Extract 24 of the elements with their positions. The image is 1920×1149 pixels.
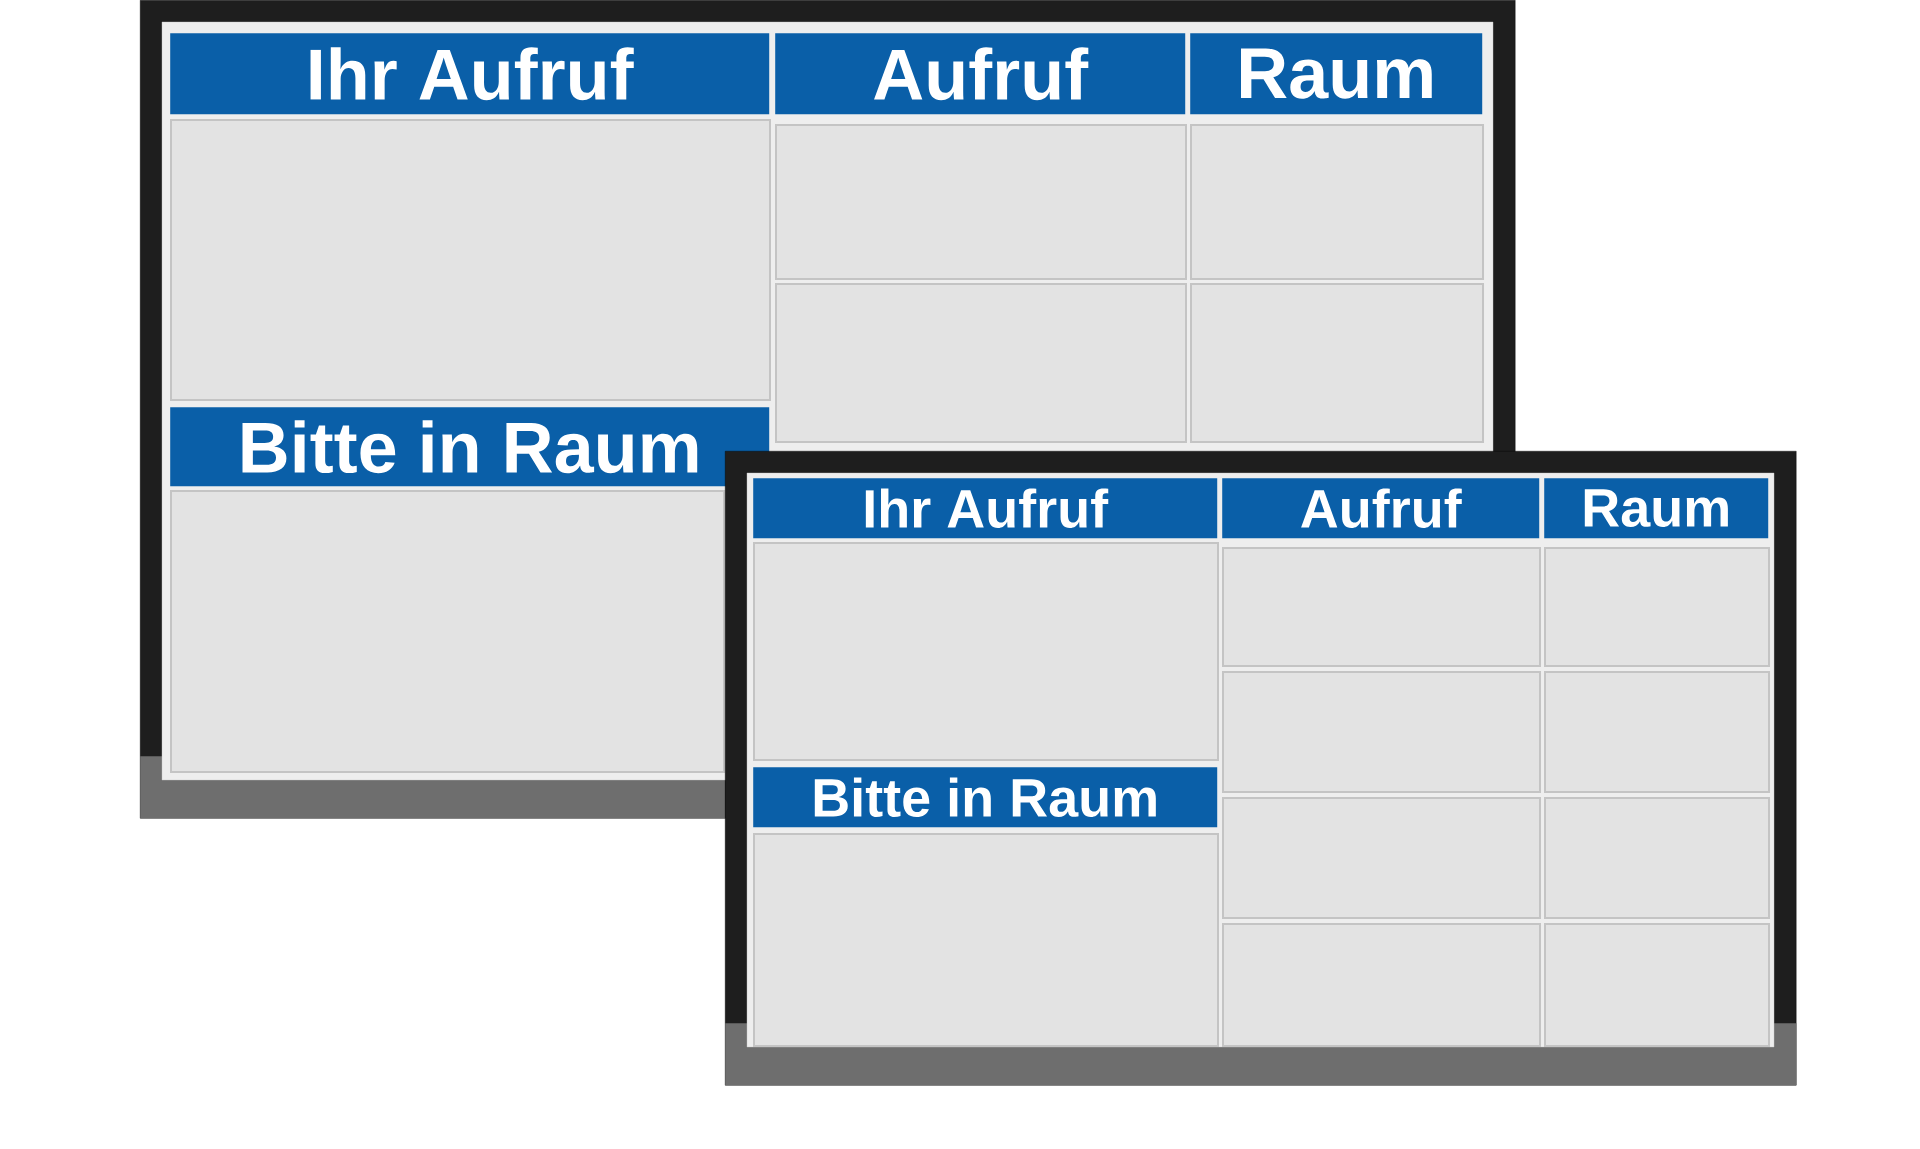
header-bar: Ihr Aufruf xyxy=(170,33,770,115)
empty-cell xyxy=(1222,797,1541,919)
empty-cell xyxy=(1190,124,1484,280)
header-bar: Raum xyxy=(1190,33,1483,115)
empty-cell xyxy=(1222,671,1541,793)
empty-cell xyxy=(753,833,1219,1047)
empty-cell xyxy=(1544,797,1770,919)
empty-cell xyxy=(775,124,1187,280)
empty-cell xyxy=(170,119,771,401)
empty-cell xyxy=(1544,923,1770,1047)
empty-cell xyxy=(1544,547,1770,667)
header-bar: Bitte in Raum xyxy=(753,767,1218,828)
header-bar: Bitte in Raum xyxy=(170,407,770,487)
empty-cell xyxy=(753,542,1219,761)
header-bar: Aufruf xyxy=(775,33,1186,115)
header-bar: Raum xyxy=(1544,478,1769,539)
header-bar: Ihr Aufruf xyxy=(753,478,1218,539)
empty-cell xyxy=(1190,283,1484,443)
empty-cell xyxy=(1544,671,1770,793)
empty-cell xyxy=(170,490,725,773)
empty-cell xyxy=(775,283,1187,443)
empty-cell xyxy=(1222,547,1541,667)
empty-cell xyxy=(1222,923,1541,1047)
header-bar: Aufruf xyxy=(1222,478,1540,539)
